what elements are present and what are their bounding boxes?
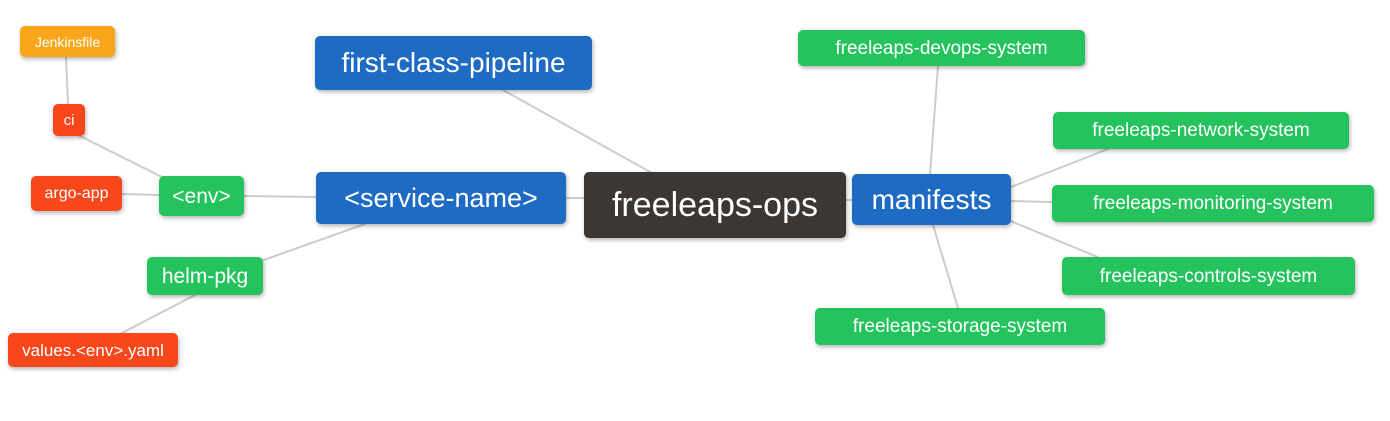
node-label: helm-pkg: [161, 264, 249, 288]
edge-env-service-name: [243, 195, 317, 198]
node-env[interactable]: <env>: [159, 176, 244, 216]
node-label: manifests: [871, 183, 992, 215]
edge-manifests-freeleaps-monitoring-system: [1010, 200, 1053, 203]
node-ci[interactable]: ci: [53, 104, 85, 136]
node-label: argo-app: [44, 184, 109, 202]
node-label: first-class-pipeline: [341, 47, 566, 78]
node-label: freeleaps-storage-system: [852, 316, 1068, 337]
edge-ci-env: [77, 134, 171, 182]
edge-manifests-freeleaps-network-system: [1010, 148, 1109, 188]
node-label: values.<env>.yaml: [22, 340, 164, 360]
node-label: Jenkinsfile: [34, 33, 101, 50]
edge-manifests-freeleaps-controls-system: [1007, 219, 1101, 259]
edge-jenkinsfile-ci: [65, 56, 69, 106]
node-label: freeleaps-ops: [611, 186, 818, 224]
edge-helm-pkg-values-env-yaml: [119, 294, 196, 335]
node-label: freeleaps-controls-system: [1099, 265, 1318, 287]
node-label: <service-name>: [344, 182, 538, 213]
node-label: ci: [63, 111, 75, 129]
node-freeleaps-monitoring-system[interactable]: freeleaps-monitoring-system: [1052, 185, 1374, 222]
node-freeleaps-network-system[interactable]: freeleaps-network-system: [1053, 112, 1349, 149]
node-freeleaps-controls-system[interactable]: freeleaps-controls-system: [1062, 257, 1355, 295]
node-freeleaps-ops[interactable]: freeleaps-ops: [584, 172, 846, 238]
edge-first-class-pipeline-freeleaps-ops: [502, 89, 653, 174]
edge-service-name-helm-pkg: [257, 223, 366, 263]
node-service-name[interactable]: <service-name>: [316, 172, 566, 224]
node-freeleaps-storage-system[interactable]: freeleaps-storage-system: [815, 308, 1105, 345]
node-helm-pkg[interactable]: helm-pkg: [147, 257, 263, 295]
node-jenkinsfile[interactable]: Jenkinsfile: [20, 26, 115, 57]
node-first-class-pipeline[interactable]: first-class-pipeline: [315, 36, 592, 90]
edge-argo-app-env: [121, 193, 160, 196]
node-argo-app[interactable]: argo-app: [31, 176, 122, 211]
edge-manifests-freeleaps-storage-system: [932, 224, 959, 309]
node-label: freeleaps-network-system: [1092, 120, 1310, 141]
node-label: <env>: [172, 184, 231, 208]
node-manifests[interactable]: manifests: [852, 174, 1011, 225]
edge-manifests-freeleaps-devops-system: [929, 65, 939, 175]
node-label: freeleaps-monitoring-system: [1093, 193, 1333, 214]
node-label: freeleaps-devops-system: [835, 37, 1048, 59]
node-values-env-yaml[interactable]: values.<env>.yaml: [8, 333, 178, 367]
node-freeleaps-devops-system[interactable]: freeleaps-devops-system: [798, 30, 1085, 66]
